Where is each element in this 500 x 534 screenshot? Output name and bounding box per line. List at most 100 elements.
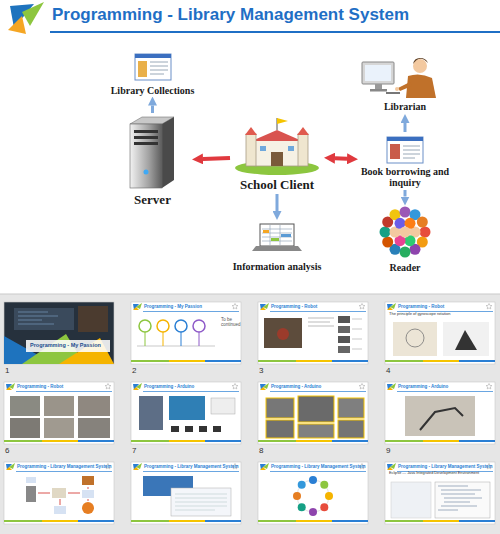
slide-thumbnail xyxy=(26,486,36,502)
slide-thumbnail xyxy=(175,320,187,332)
slide-thumbnail xyxy=(266,420,294,438)
slide-number: 2 xyxy=(132,367,136,375)
librarian-icon xyxy=(365,65,391,81)
node-label: Book borrowing and inquiry xyxy=(360,166,450,188)
slide-thumbnail xyxy=(82,490,94,498)
flow-arrow xyxy=(404,123,407,132)
icon-node: Library Collections xyxy=(100,52,205,96)
slide-thumbnail xyxy=(137,346,215,347)
slide-thumbnail xyxy=(193,320,205,332)
slide-thumbnail xyxy=(10,418,40,438)
analysis-icon xyxy=(262,225,292,245)
slide-thumbnail xyxy=(131,302,241,364)
slide-thumbnail xyxy=(131,382,241,444)
slide-thumbnail xyxy=(293,492,301,500)
slide-number: 1 xyxy=(5,367,9,375)
slide-thumbnail xyxy=(4,302,114,364)
title-rule xyxy=(50,31,500,33)
slide-number: 3 xyxy=(259,367,263,375)
school-icon xyxy=(235,118,319,175)
slide-number: 8 xyxy=(259,447,263,455)
slide-thumbnail xyxy=(385,382,495,444)
slide-thumbnail xyxy=(385,302,495,364)
slide-thumbnail xyxy=(393,322,437,356)
slide-thumbnail xyxy=(338,336,350,343)
server-icon xyxy=(134,142,158,145)
analysis-icon xyxy=(252,224,302,251)
slide-thumbnail xyxy=(131,382,241,444)
thumbnail-text: Programming - Arduino xyxy=(271,385,321,390)
flow-arrow xyxy=(276,194,279,211)
icon-node: School Client xyxy=(232,120,322,192)
slide-sorter xyxy=(0,294,500,534)
school-icon xyxy=(277,118,288,124)
slide-thumbnail xyxy=(308,318,334,326)
icon-node: Information analysis xyxy=(222,222,332,272)
node-label-group: Information analysis xyxy=(222,261,332,272)
analysis-icon xyxy=(263,230,269,233)
slide-thumbnail xyxy=(54,506,66,514)
slide-thumbnail xyxy=(139,320,151,332)
reader-crowd xyxy=(420,227,431,238)
node-label-group: Book borrowing and inquiry xyxy=(360,166,450,188)
slide-thumbnail xyxy=(320,481,328,489)
school-icon xyxy=(271,152,283,166)
librarian-icon xyxy=(375,84,382,89)
slide-thumbnail xyxy=(44,418,74,438)
reader-crowd xyxy=(380,227,391,238)
server-icon xyxy=(144,170,149,175)
slide-thumbnail xyxy=(352,319,362,349)
server-icon xyxy=(134,136,158,139)
slide-thumbnail xyxy=(199,332,200,346)
slide-thumbnail xyxy=(385,302,495,364)
flow-arrow xyxy=(203,158,230,159)
thumbnail-text: Programming - Robot xyxy=(398,305,444,310)
icon-node: Reader xyxy=(360,205,450,273)
slide-thumbnail xyxy=(4,382,114,444)
slide-thumbnail xyxy=(298,396,334,422)
thumbnail-text: Programming - Library Management System xyxy=(398,465,493,470)
slide-thumbnail xyxy=(82,476,94,485)
slide-thumbnail xyxy=(385,462,495,524)
slide-thumbnail xyxy=(157,320,169,332)
analysis-icon xyxy=(281,234,291,237)
node-label-group: Library Collections xyxy=(100,85,205,96)
slide-thumbnail xyxy=(258,462,368,524)
slide-sorter xyxy=(0,294,500,295)
librarian-icon xyxy=(395,87,399,91)
librarian-icon xyxy=(398,82,412,91)
flow-arrow xyxy=(335,156,347,160)
node-label: Information analysis xyxy=(222,261,332,272)
slide-thumbnail xyxy=(131,462,241,524)
slide-thumbnail xyxy=(405,396,475,436)
node-label: Library Collections xyxy=(100,85,205,96)
icon-node: Librarian xyxy=(360,52,450,112)
flow-arrow xyxy=(151,106,154,114)
slide-thumbnail xyxy=(406,329,424,347)
slide-thumbnail xyxy=(298,424,334,438)
collections-icon xyxy=(135,54,171,80)
slide-thumbnail xyxy=(181,332,182,346)
slide-thumbnail xyxy=(438,486,482,510)
slide-thumbnail xyxy=(297,480,329,512)
slide-thumbnail xyxy=(78,418,110,438)
slide-thumbnail xyxy=(199,426,207,432)
slide-thumbnail xyxy=(26,340,110,352)
icon-node: Book borrowing and inquiry xyxy=(360,134,450,188)
collections-icon xyxy=(135,54,171,80)
librarian-icon xyxy=(413,58,428,64)
slide-thumbnail xyxy=(145,332,146,346)
slide-thumbnail xyxy=(309,508,317,516)
slide-thumbnail xyxy=(171,426,179,432)
borrowing-icon xyxy=(390,144,400,159)
slide-thumbnail xyxy=(211,398,235,414)
slide-number: 6 xyxy=(5,447,9,455)
reader-crowd xyxy=(382,237,393,248)
slide-thumbnail xyxy=(82,502,94,514)
slide-thumbnail xyxy=(309,476,317,484)
slide-thumbnail xyxy=(258,382,368,444)
analysis-icon xyxy=(252,246,302,251)
analysis-icon xyxy=(271,238,279,241)
server-icon xyxy=(162,117,174,188)
slide-number: 7 xyxy=(132,447,136,455)
